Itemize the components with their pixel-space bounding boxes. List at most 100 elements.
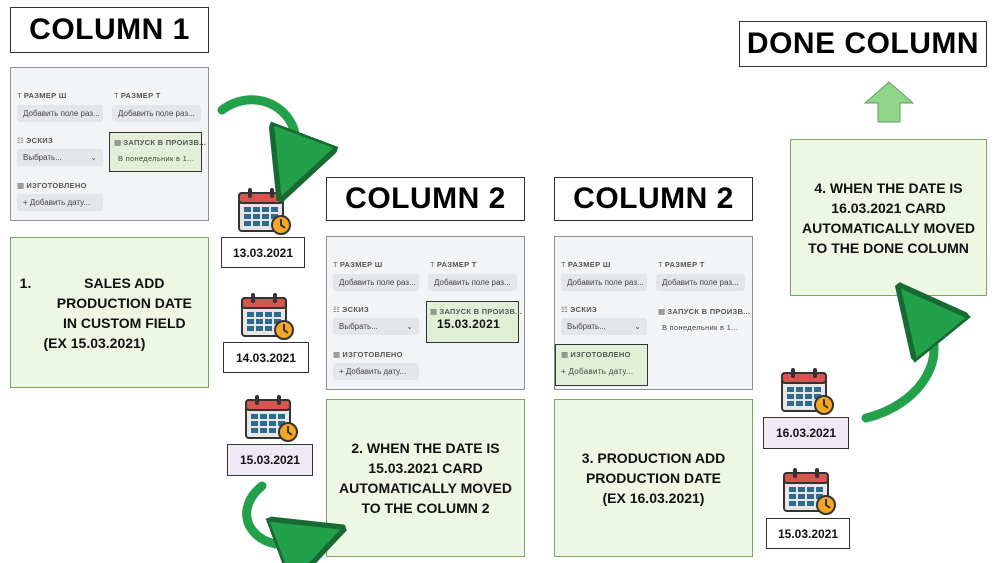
launch-date-entered[interactable]: 15.03.2021 <box>437 317 501 331</box>
calendar-icon <box>238 188 291 235</box>
list-field-icon: ☷ <box>561 305 569 314</box>
chevron-down-icon: ⌄ <box>406 322 413 331</box>
plus-icon: + <box>561 367 569 376</box>
size-w-input[interactable]: Добавить поле раз... <box>17 105 103 122</box>
made-add-date-text: Добавить дату... <box>29 198 91 207</box>
clock-icon <box>814 395 834 415</box>
step-4-line-3: AUTOMATICALLY MOVED <box>802 219 975 236</box>
calendar-icon <box>245 395 298 442</box>
column-1-title-text: COLUMN 1 <box>29 13 190 46</box>
made-add-date-button[interactable]: + Добавить дату... <box>561 367 633 376</box>
column-2-title-a-text: COLUMN 2 <box>345 182 506 215</box>
clock-icon <box>274 320 294 340</box>
step-4-text: 4. WHEN THE DATE IS 16.03.2021 CARD AUTO… <box>802 178 975 258</box>
size-t-input[interactable]: Добавить поле раз... <box>656 274 745 291</box>
column-2-title-b: COLUMN 2 <box>554 177 753 221</box>
chevron-down-icon: ⌄ <box>90 153 97 162</box>
clock-icon <box>816 495 836 515</box>
sketch-select[interactable]: Выбрать... ⌄ <box>333 318 419 335</box>
step-2-line-1: 2. WHEN THE DATE IS <box>351 440 500 456</box>
column-2-title-b-text: COLUMN 2 <box>573 182 734 215</box>
step-1-number: 1. <box>19 274 32 291</box>
sketch-select[interactable]: Выбрать... ⌄ <box>561 318 647 335</box>
plus-icon: + <box>339 367 346 376</box>
launch-label: ▦ЗАПУСК В ПРОИЗВ... <box>430 307 523 316</box>
date-box-5: 15.03.2021 <box>766 518 850 549</box>
step-4-line-4: TO THE DONE COLUMN <box>808 239 969 256</box>
column-1-title: COLUMN 1 <box>10 7 209 53</box>
step-3-note: 3. PRODUCTION ADD PRODUCTION DATE (EX 16… <box>554 399 753 557</box>
date-box-4: 16.03.2021 <box>763 417 849 449</box>
launch-label: ▦ЗАПУСК В ПРОИЗВ... <box>658 307 751 316</box>
sketch-label: ☷ЭСКИЗ <box>17 136 53 145</box>
date-field-icon: ▦ <box>114 138 122 147</box>
step-2-text: 2. WHEN THE DATE IS 15.03.2021 CARD AUTO… <box>339 438 512 518</box>
step-3-line-1: 3. PRODUCTION ADD <box>581 450 726 466</box>
step-2-note: 2. WHEN THE DATE IS 15.03.2021 CARD AUTO… <box>326 399 525 557</box>
step-3-line-2: PRODUCTION DATE <box>585 470 722 486</box>
step-1-body: SALES ADD PRODUCTION DATE IN CUSTOM FIEL… <box>56 274 192 331</box>
step-4-note: 4. WHEN THE DATE IS 16.03.2021 CARD AUTO… <box>790 139 987 296</box>
column-2-title-a: COLUMN 2 <box>326 177 525 221</box>
made-add-date-button[interactable]: + Добавить дату... <box>17 194 103 211</box>
date-field-icon: ▦ <box>430 307 438 316</box>
date-field-icon: ▦ <box>658 307 666 316</box>
size-w-input[interactable]: Добавить поле раз... <box>333 274 419 291</box>
sketch-select[interactable]: Выбрать...⌄ <box>17 149 103 166</box>
size-w-input[interactable]: Добавить поле раз... <box>561 274 647 291</box>
list-field-icon: ☷ <box>333 305 341 314</box>
calendar-icon <box>783 468 836 515</box>
launch-value[interactable]: В понедельник в 1... <box>118 154 195 163</box>
curved-arrow-1 <box>217 95 296 168</box>
date-field-icon: ▦ <box>561 350 569 359</box>
made-label: ▦ИЗГОТОВЛЕНО <box>561 350 631 359</box>
curved-arrow-3 <box>861 312 934 423</box>
step-4-line-2: 16.03.2021 CARD <box>831 199 946 216</box>
curved-arrow-2 <box>242 481 312 545</box>
made-add-date-text: Добавить дату... <box>568 367 634 376</box>
text-field-icon: T <box>114 91 119 100</box>
step-1-note: 1. SALES ADD PRODUCTION DATE IN CUSTOM FI… <box>10 237 209 388</box>
date-5-text: 15.03.2021 <box>777 526 839 541</box>
list-field-icon: ☷ <box>17 136 25 145</box>
calendar-icon <box>241 293 294 340</box>
text-field-icon: T <box>658 260 663 269</box>
launch-value[interactable]: В понедельник в 1... <box>662 323 739 332</box>
date-box-2: 14.03.2021 <box>223 342 309 373</box>
date-field-icon: ▦ <box>333 350 341 359</box>
date-4-text: 16.03.2021 <box>775 426 837 440</box>
size-t-input[interactable]: Добавить поле раз... <box>428 274 517 291</box>
made-add-date-button[interactable]: + Добавить дату... <box>333 363 419 380</box>
made-label: ▦ИЗГОТОВЛЕНО <box>17 181 87 190</box>
calendar-icon <box>781 368 834 415</box>
sketch-select-value: Выбрать... <box>339 322 378 331</box>
date-2-text: 14.03.2021 <box>235 350 297 365</box>
step-2-line-2: 15.03.2021 CARD <box>368 460 483 476</box>
step-1-text: 1. SALES ADD PRODUCTION DATE IN CUSTOM FI… <box>20 273 200 353</box>
made-label: ▦ИЗГОТОВЛЕНО <box>333 350 403 359</box>
clock-icon <box>271 215 291 235</box>
text-field-icon: T <box>430 260 435 269</box>
chevron-down-icon: ⌄ <box>634 322 641 331</box>
clock-icon <box>278 422 298 442</box>
done-column-title: DONE COLUMN <box>739 21 987 67</box>
launch-field-highlight <box>109 132 202 172</box>
launch-label: ▦ЗАПУСК В ПРОИЗВ... <box>114 138 207 147</box>
date-3-text: 15.03.2021 <box>239 453 301 467</box>
sketch-select-value: Выбрать... <box>567 322 606 331</box>
step-2-line-4: TO THE COLUMN 2 <box>361 500 490 516</box>
step-1-example: (EX 15.03.2021) <box>43 334 146 351</box>
step-3-text: 3. PRODUCTION ADD PRODUCTION DATE (EX 16… <box>582 448 725 508</box>
date-1-text: 13.03.2021 <box>232 245 294 260</box>
date-box-3: 15.03.2021 <box>227 444 313 476</box>
text-field-icon: T <box>561 260 566 269</box>
size-t-input[interactable]: Добавить поле раз... <box>112 105 201 122</box>
up-arrow-icon <box>863 81 915 123</box>
